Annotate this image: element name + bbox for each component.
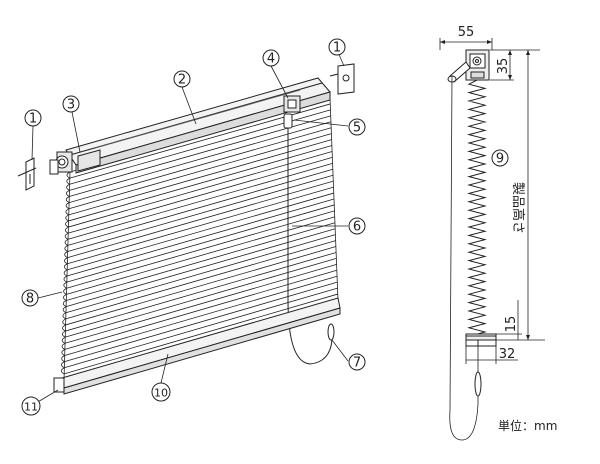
mounting-bracket-left [17,157,37,191]
dim-product-height: 製品高さ [510,182,526,234]
callout-5: 5 [348,118,366,136]
callout-2: 2 [173,70,191,88]
side-bottom-rail [465,333,497,347]
unit-label: 単位：mm [498,418,557,433]
svg-text:8: 8 [26,292,34,307]
svg-text:7: 7 [353,356,361,371]
svg-text:5: 5 [353,121,361,136]
side-cord-lock [447,61,471,83]
callout-9: 9 [491,149,509,167]
svg-text:9: 9 [496,152,504,167]
callout-10: 10 [151,382,171,402]
svg-text:1: 1 [29,112,37,127]
end-cap-mechanism [49,151,73,175]
callout-3: 3 [62,95,80,113]
callout-6: 6 [348,217,366,235]
callout-1a: 1 [24,109,42,127]
callout-11: 11 [21,396,41,416]
dim-width-55: 55 [458,25,475,40]
svg-text:6: 6 [353,220,361,235]
dim-bottom-15: 15 [504,316,519,333]
callout-4: 4 [262,49,280,67]
svg-text:10: 10 [154,387,168,400]
head-rail [65,77,331,174]
svg-text:3: 3 [67,98,75,113]
callout-7: 7 [348,353,366,371]
dim-head-35: 35 [496,58,511,75]
pleated-fabric [60,97,339,381]
svg-text:11: 11 [24,401,38,414]
side-operating-cord [449,75,479,441]
svg-text:2: 2 [178,73,186,88]
bottom-end-cap [53,377,65,393]
dimension-arrows [440,40,530,340]
right-end-cap [283,95,301,113]
callout-8: 8 [21,289,39,307]
callout-1b: 1 [328,38,346,56]
side-pleats [467,79,487,337]
cord-equalizer [283,113,293,134]
svg-text:4: 4 [267,52,275,67]
leader-lines [31,49,349,404]
dimension-lines [439,38,545,364]
side-head-box [465,49,490,81]
dim-depth-32: 32 [499,347,516,362]
mounting-bracket-right [329,63,355,95]
svg-text:1: 1 [333,41,341,56]
side-cord-grip [474,371,482,397]
cord-grip [327,323,335,341]
